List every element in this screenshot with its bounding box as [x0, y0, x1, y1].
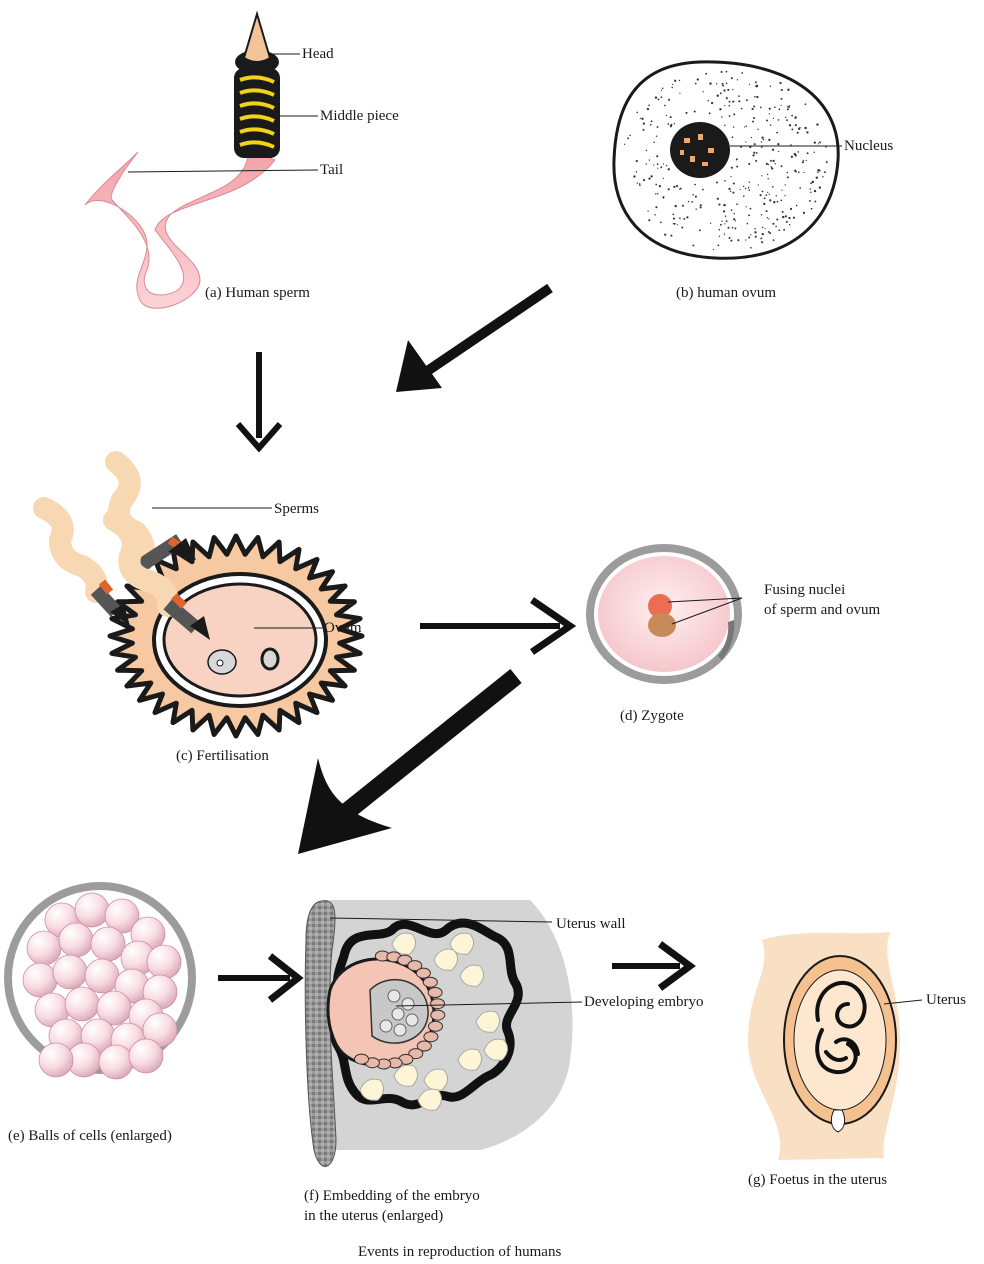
caption-foetus: (g) Foetus in the uterus: [748, 1172, 887, 1188]
caption-fertilisation: (c) Fertilisation: [176, 748, 269, 764]
label-tail: Tail: [320, 162, 343, 178]
foetus-panel: Uterus (g) Foetus in the uterus: [748, 932, 966, 1188]
label-middle-piece: Middle piece: [320, 108, 399, 124]
caption-embedding-2: in the uterus (enlarged): [304, 1208, 443, 1224]
ball-cell: [39, 1043, 73, 1077]
caption-ovum: (b) human ovum: [676, 285, 776, 301]
label-fert-ovum: Ovum: [324, 620, 362, 636]
sperm-panel: Head Middle piece Tail (a) Human sperm: [85, 14, 399, 308]
embedding-panel: Uterus wall Developing embryo (f) Embedd…: [304, 900, 704, 1224]
zygote-panel: Fusing nuclei of sperm and ovum (d) Zygo…: [590, 548, 881, 724]
label-uterus-wall: Uterus wall: [556, 916, 626, 932]
fertilisation-ovum: [164, 584, 316, 696]
ball-cell: [53, 955, 87, 989]
ball-cell: [27, 931, 61, 965]
label-fusing-nuclei-2: of sperm and ovum: [764, 602, 881, 618]
arrow-fertilisation-to-zygote: [420, 600, 570, 652]
label-sperms: Sperms: [274, 501, 319, 517]
label-nucleus: Nucleus: [844, 138, 893, 154]
ovum-panel: Nucleus (b) human ovum: [614, 62, 893, 301]
ball-cell: [59, 923, 93, 957]
label-fusing-nuclei-1: Fusing nuclei: [764, 582, 845, 598]
ball-cell: [85, 959, 119, 993]
ball-of-cells: [23, 893, 181, 1079]
arrow-ovum-to-fertilisation: [396, 288, 550, 392]
ovum-nucleus: [670, 122, 730, 178]
sperm-head: [244, 14, 270, 62]
fertilisation-panel: Sperms Ovum (c) Fertilisation: [44, 462, 362, 764]
caption-zygote: (d) Zygote: [620, 708, 684, 724]
label-head: Head: [302, 46, 334, 62]
arrow-zygote-to-balls: [298, 676, 516, 854]
zygote-nucleus-ovum: [648, 613, 676, 637]
arrow-balls-to-embedding: [218, 956, 298, 1000]
ball-cell: [129, 1039, 163, 1073]
label-developing-embryo: Developing embryo: [584, 994, 704, 1010]
ball-cell: [65, 987, 99, 1021]
ball-cell: [147, 945, 181, 979]
arrow-embedding-to-foetus: [612, 944, 690, 988]
caption-balls: (e) Balls of cells (enlarged): [8, 1128, 172, 1144]
ball-cell: [99, 1045, 133, 1079]
arrow-sperm-to-fertilisation: [238, 352, 280, 448]
ball-cell: [75, 893, 109, 927]
figure-caption: Events in reproduction of humans: [358, 1244, 561, 1260]
caption-sperm: (a) Human sperm: [205, 285, 310, 301]
ball-cell: [91, 927, 125, 961]
caption-embedding-1: (f) Embedding of the embryo: [304, 1188, 480, 1204]
balls-panel: (e) Balls of cells (enlarged): [8, 886, 192, 1144]
label-uterus: Uterus: [926, 992, 966, 1008]
ball-cell: [23, 963, 57, 997]
